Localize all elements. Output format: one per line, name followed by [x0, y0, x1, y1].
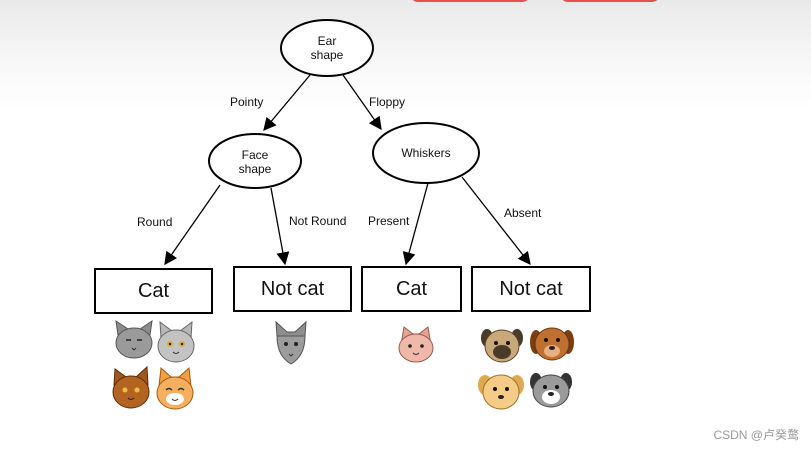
root-node	[280, 19, 374, 77]
gray-cat-icon	[275, 320, 307, 365]
leaf-not-cat-1: Not cat	[233, 266, 352, 312]
leaf-cat-2: Cat	[361, 266, 462, 312]
leaf-not-cat-2: Not cat	[471, 266, 591, 312]
header-accent-mark	[560, 0, 660, 2]
face-shape-node	[208, 133, 302, 189]
orange-cat-icon	[156, 366, 194, 410]
header-accent-mark	[410, 0, 530, 2]
edge-not-round	[270, 187, 290, 266]
pug-dog-icon	[481, 329, 523, 363]
edge-absent	[461, 176, 531, 266]
watermark-text: CSDN @卢癸鹜	[713, 428, 799, 442]
edge-label-absent: Absent	[504, 206, 542, 220]
edge-round	[164, 184, 221, 266]
root-node-label: Ear shape	[310, 34, 344, 62]
edge-floppy	[342, 74, 382, 131]
brown-dog-icon	[530, 327, 574, 361]
edge-label-floppy: Floppy	[369, 95, 406, 109]
whiskers-node	[372, 122, 480, 184]
edge-label-present: Present	[368, 214, 410, 228]
edge-label-round: Round	[137, 215, 173, 229]
brown-cat-icon	[112, 365, 150, 409]
edge-label-pointy: Pointy	[230, 95, 264, 109]
edge-pointy	[263, 74, 311, 131]
pink-cat-icon	[398, 326, 434, 363]
gray-cat-icon	[157, 320, 195, 363]
gray-cat-icon	[115, 319, 153, 359]
yellow-dog-icon	[478, 374, 524, 410]
face-shape-node-label: Face shape	[238, 148, 272, 176]
leaf-cat-1: Cat	[94, 268, 213, 314]
gray-dog-icon	[530, 373, 572, 408]
whiskers-node-label: Whiskers	[401, 146, 451, 160]
edge-present	[402, 182, 429, 266]
edge-label-not-round: Not Round	[289, 214, 347, 228]
